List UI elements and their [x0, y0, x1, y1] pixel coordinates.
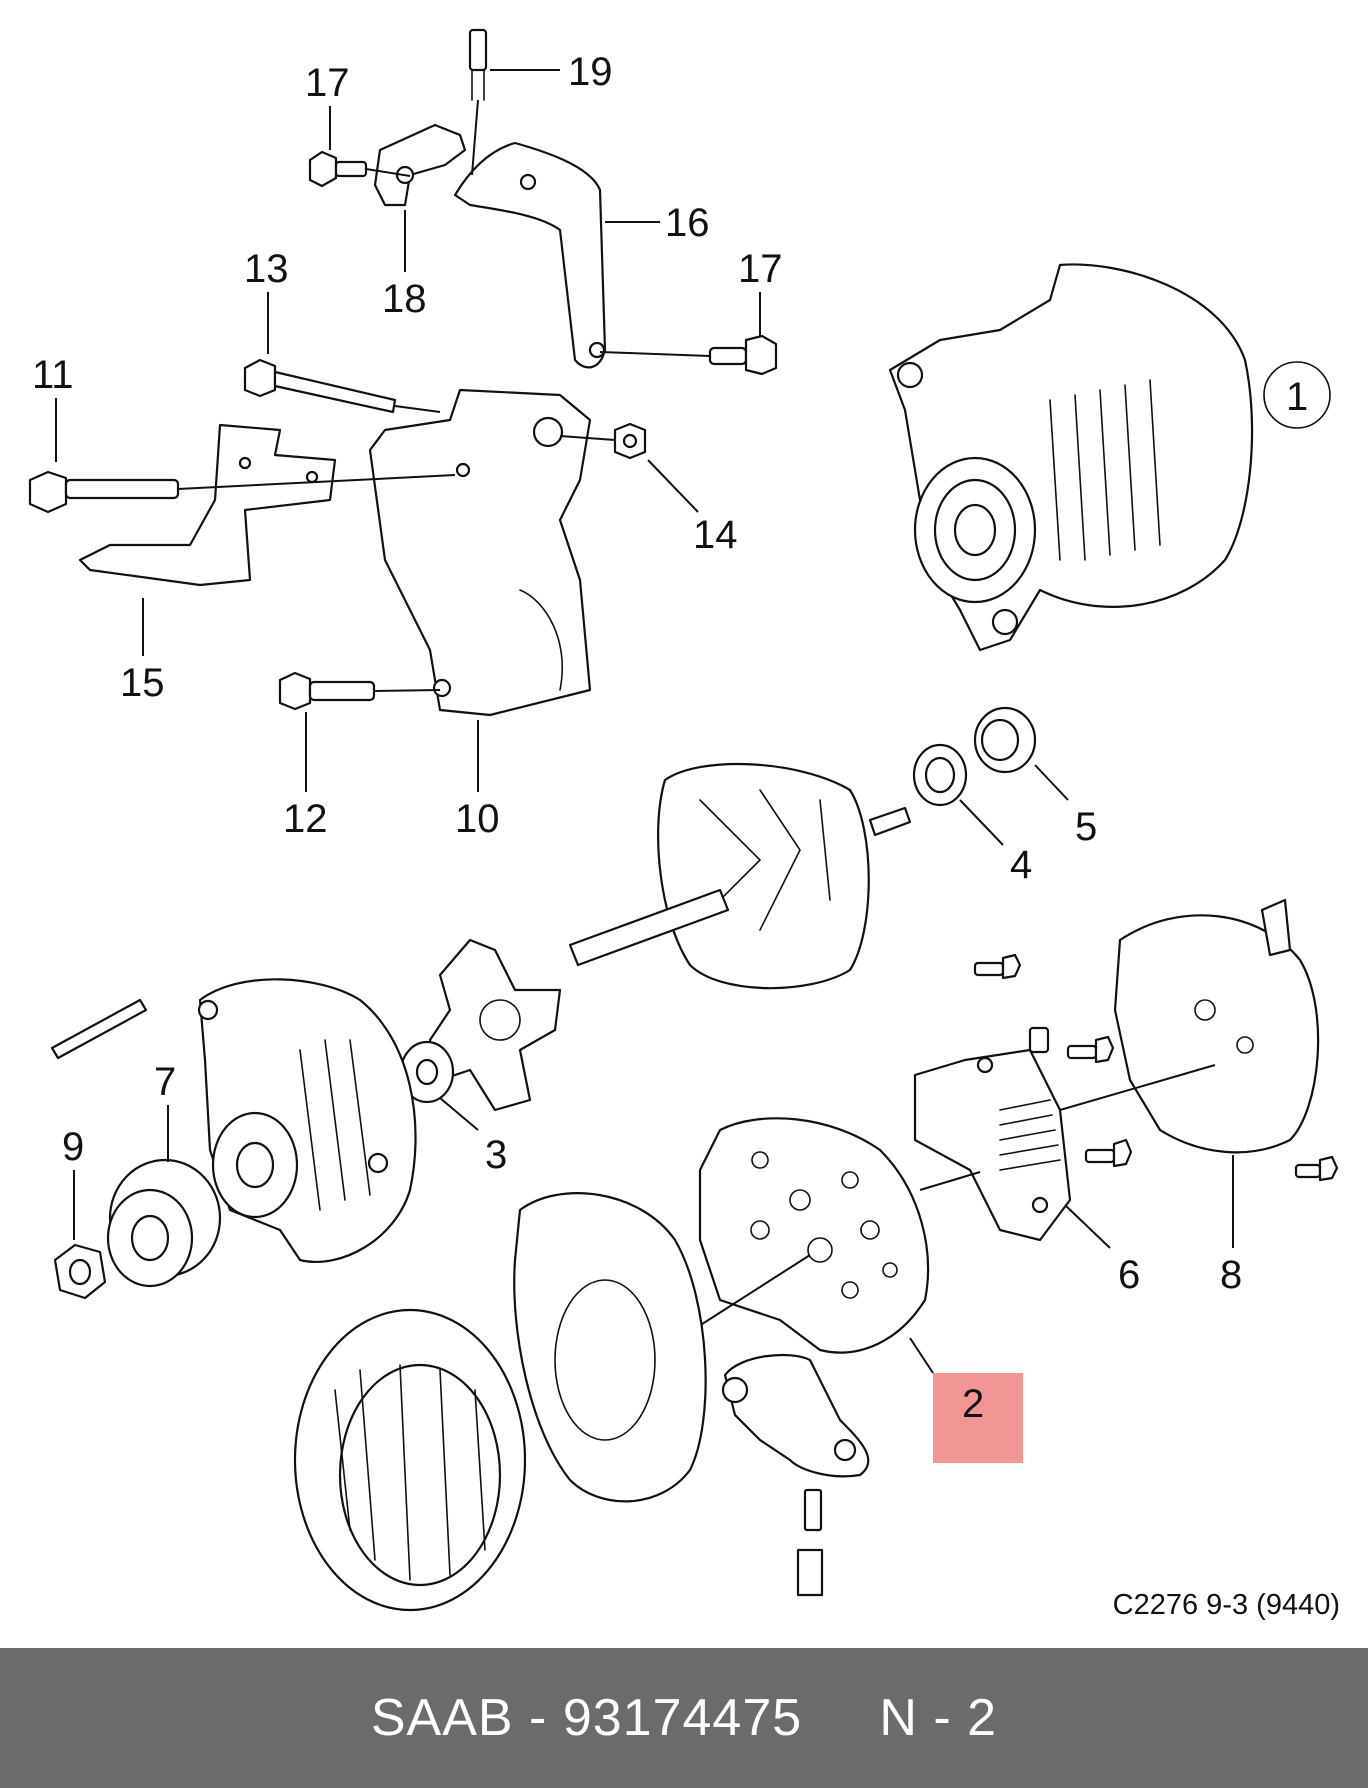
stud-19: [468, 28, 488, 176]
callout-7: 7: [154, 1060, 176, 1104]
callout-18: 18: [382, 277, 427, 321]
part-number-footer: SAAB - 93174475 N - 2: [0, 1648, 1368, 1788]
upper-bracket-16: [373, 123, 607, 369]
callout-14: 14: [693, 513, 738, 557]
bolt-17-right: [599, 334, 778, 376]
spacer-3: [399, 1040, 455, 1104]
exploded-parts-diagram: 1 2 3 4 5 6 7 8 9 10 11 12 13 14 15 16 1…: [28, 28, 1340, 1621]
nut-14: [559, 422, 647, 460]
alternator-assembly-1: [888, 263, 1331, 652]
rotor: [568, 762, 912, 990]
callout-3: 3: [485, 1133, 507, 1177]
bolt-11: [28, 470, 456, 514]
stator: [293, 1308, 527, 1612]
regulator-6: [913, 1026, 1072, 1242]
callout-9: 9: [62, 1125, 84, 1169]
bolt-12: [278, 671, 441, 711]
mounting-bracket-10: [368, 388, 592, 717]
callout-17-top: 17: [305, 61, 350, 105]
callout-15: 15: [120, 661, 165, 705]
bolt-17-top: [308, 150, 411, 188]
callout-10: 10: [455, 797, 500, 841]
nut-9: [53, 1243, 107, 1300]
bolt-13: [243, 358, 441, 414]
rear-cover-8: [1059, 898, 1320, 1154]
brush-holder: [721, 1353, 870, 1597]
callout-8: 8: [1220, 1253, 1242, 1297]
slip-ring-end-housing: [513, 1192, 707, 1503]
callout-4: 4: [1010, 843, 1032, 887]
callout-19: 19: [568, 50, 613, 94]
bearing-4: [912, 743, 968, 807]
bearing-cover-5: [973, 706, 1037, 774]
part-number-label: SAAB - 93174475 N - 2: [370, 1689, 998, 1747]
rectifier-2: [684, 1117, 930, 1354]
drive-end-housing: [50, 978, 417, 1263]
bracket-plate-15: [78, 423, 337, 587]
pulley-7: [106, 1158, 222, 1288]
fan-3: [428, 938, 562, 1112]
small-bolts: [973, 953, 1339, 1182]
callout-13: 13: [244, 247, 289, 291]
callout-12: 12: [283, 797, 328, 841]
callout-11: 11: [32, 353, 74, 397]
callout-16: 16: [665, 201, 710, 245]
highlight-box-part-2: [933, 1373, 1023, 1463]
diagram-reference-code: C2276 9-3 (9440): [1113, 1589, 1340, 1621]
callout-5: 5: [1075, 805, 1097, 849]
callout-1: 1: [1286, 375, 1308, 419]
callouts: 1 2 3 4 5 6 7 8 9 10 11 12 13 14 15 16 1…: [32, 50, 1308, 1426]
callout-2: 2: [962, 1382, 984, 1426]
callout-17-right: 17: [738, 247, 783, 291]
callout-6: 6: [1118, 1253, 1140, 1297]
